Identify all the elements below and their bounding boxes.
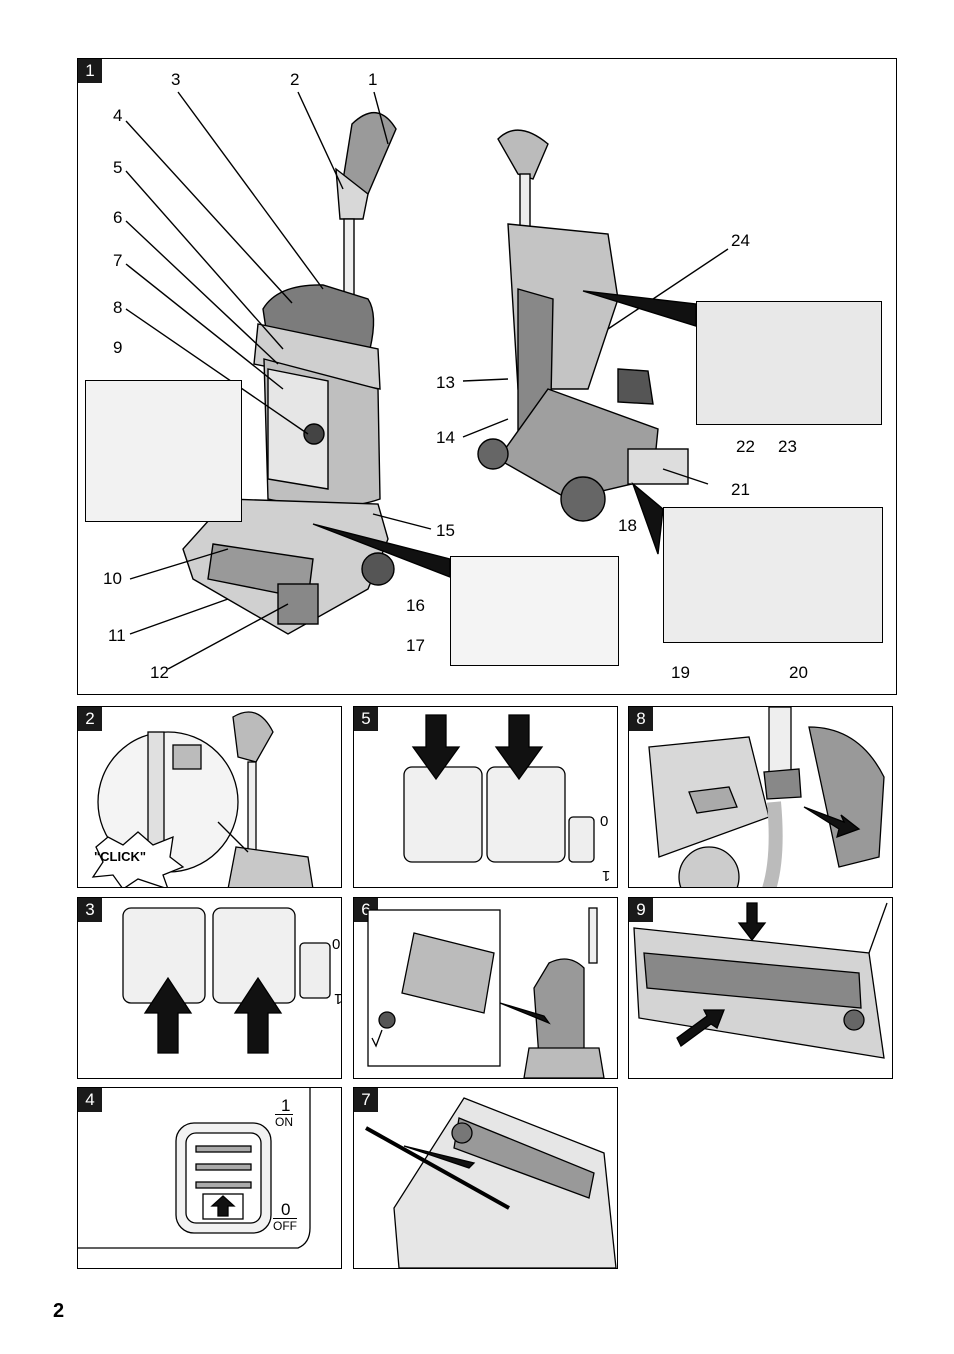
inset-nozzle-detail (85, 380, 242, 522)
callout-4: 4 (113, 106, 123, 125)
callout-6: 6 (113, 208, 123, 227)
figure-number: 5 (354, 707, 378, 731)
callout-3: 3 (171, 70, 181, 89)
callout-10: 10 (103, 569, 122, 588)
callout-19: 19 (671, 663, 690, 682)
overview-drawing (125, 91, 729, 670)
figure-number: 1 (78, 59, 102, 83)
figure-4-main-switch: 4 1 ON 0 OFF (77, 1087, 342, 1269)
figure-5-insert-tanks: 5 0 1 (353, 706, 618, 888)
callout-17: 17 (406, 636, 425, 655)
tank-insert-drawing (403, 714, 595, 863)
switch-drawing (78, 1088, 311, 1249)
callout-9: 9 (113, 338, 123, 357)
switch-one-label: 1 (334, 990, 342, 1007)
callout-12: 12 (150, 663, 169, 682)
figure-number: 7 (354, 1088, 378, 1112)
callout-1: 1 (368, 70, 378, 89)
lid-drawing (367, 907, 605, 1078)
figure-2-handle-click: 2 "CLICK" (77, 706, 342, 888)
callout-24: 24 (731, 231, 750, 250)
figure-1-overview: 1 (77, 58, 897, 695)
switch-one-label: 1 (602, 867, 611, 884)
callout-11: 11 (108, 626, 126, 645)
callout-21: 21 (731, 480, 750, 499)
figure-number: 2 (78, 707, 102, 731)
callout-2: 2 (290, 70, 300, 89)
callout-7: 7 (113, 251, 123, 270)
tank-remove-drawing (122, 907, 331, 1054)
callout-8: 8 (113, 298, 123, 317)
callout-20: 20 (789, 663, 808, 682)
figure-number: 4 (78, 1088, 102, 1112)
inset-brush-detail (663, 507, 883, 643)
figure-number: 9 (629, 898, 653, 922)
callout-5: 5 (113, 158, 123, 177)
on-label: ON (275, 1115, 293, 1129)
figure-number: 8 (629, 707, 653, 731)
callout-14: 14 (436, 428, 455, 447)
callout-16: 16 (406, 596, 425, 615)
callout-15: 15 (436, 521, 455, 540)
click-label: "CLICK" (94, 849, 147, 864)
inset-tanks-detail (450, 556, 619, 666)
figure-number: 3 (78, 898, 102, 922)
brush-drawing (633, 902, 888, 1059)
callout-22: 22 (736, 437, 755, 456)
figure-8-remove-nozzle: 8 (628, 706, 893, 888)
handle-drawing (91, 711, 314, 887)
switch-zero-label: 0 (332, 936, 341, 953)
figure-9-insert-brush: 9 (628, 897, 893, 1079)
callout-23: 23 (778, 437, 797, 456)
off-label: OFF (273, 1219, 297, 1233)
figure-6-tank-lid: 6 (353, 897, 618, 1079)
figure-7-brush-rod: 7 (353, 1087, 618, 1269)
off-value: 0 (281, 1200, 291, 1219)
figure-3-remove-tanks: 3 0 1 (77, 897, 342, 1079)
callout-13: 13 (436, 373, 455, 392)
switch-zero-label: 0 (600, 813, 609, 830)
callout-18: 18 (618, 516, 637, 535)
page-number: 2 (53, 1300, 65, 1322)
on-value: 1 (281, 1096, 291, 1115)
nozzle-drawing (648, 707, 885, 887)
rod-drawing (365, 1097, 617, 1268)
inset-tank-cover-detail (696, 301, 882, 425)
